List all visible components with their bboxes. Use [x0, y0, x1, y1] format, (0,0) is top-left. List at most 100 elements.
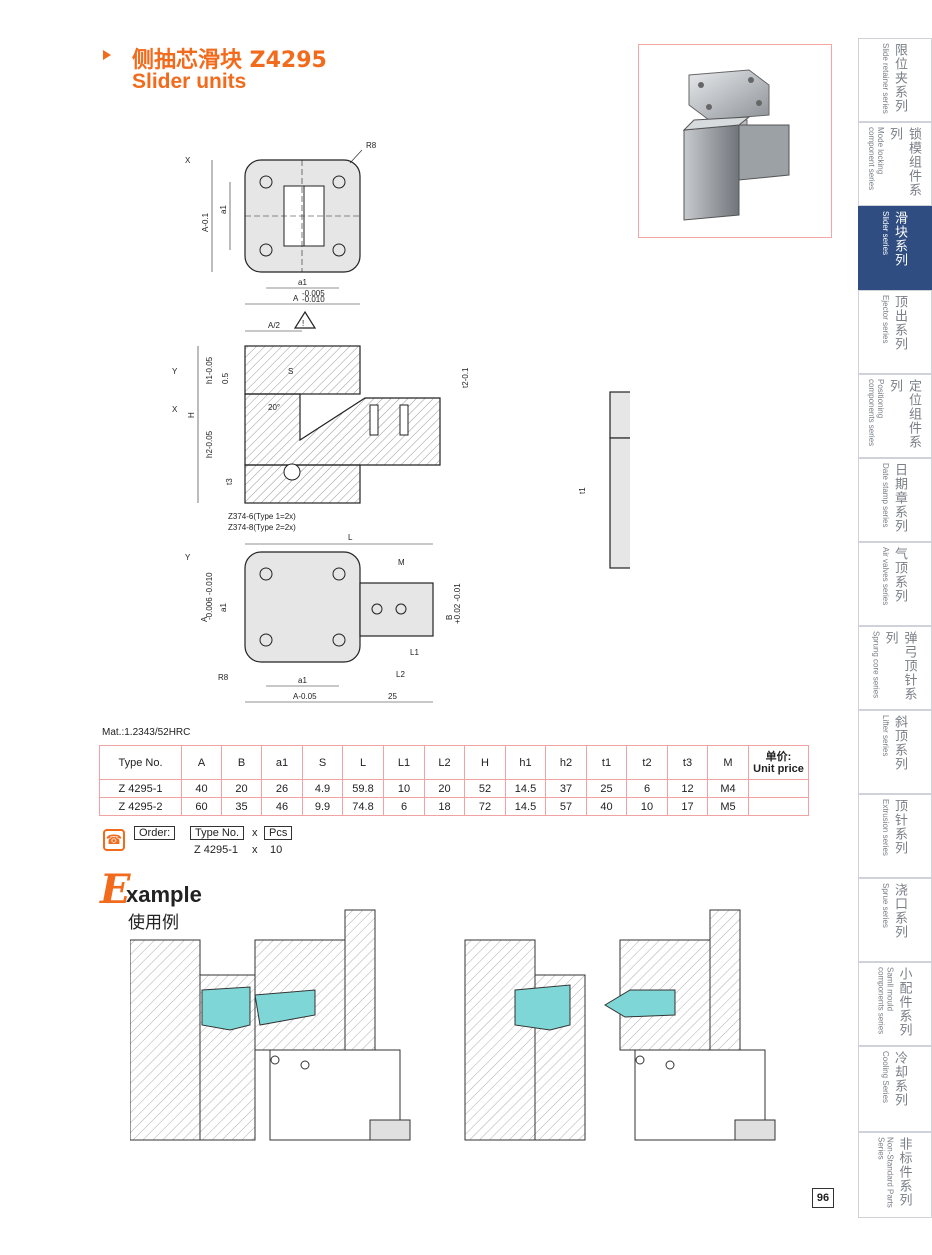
- order-example-qty: 10: [270, 844, 283, 856]
- sidebar-item-mode-locking[interactable]: Mode locking component series 锁模组件系列: [858, 122, 932, 206]
- sidebar-item-slide-retainer[interactable]: Slide retainer series 限位夹系列: [858, 38, 932, 122]
- sidebar-item-cooling[interactable]: Cooling Series 冷却系列: [858, 1046, 932, 1132]
- sidebar-item-cn: 非标件系列: [896, 1137, 912, 1207]
- order-pcs-label: Pcs: [264, 826, 293, 840]
- r8-top-label: R8: [366, 141, 377, 150]
- table-cell: 18: [424, 797, 465, 816]
- sidebar-item-lifter[interactable]: Lifter series 斜顶系列: [858, 710, 932, 794]
- l1-label: L1: [410, 648, 419, 657]
- table-row: Z 4295-2 60 35 46 9.9 74.8 6 18 72 14.5 …: [99, 797, 809, 816]
- col-t2: t2: [626, 745, 668, 780]
- sidebar-item-en: Extrusion series: [881, 799, 890, 856]
- table-cell: Z 4295-2: [99, 797, 182, 816]
- ball-plunger: [283, 463, 301, 481]
- sidebar-item-slider[interactable]: Slider series 滑块系列: [858, 206, 932, 290]
- t3-label: t3: [225, 478, 234, 485]
- table-cell: 6: [626, 779, 668, 798]
- order-example-type: Z 4295-1: [194, 844, 239, 856]
- sidebar-item-cn: 浇口系列: [892, 883, 907, 939]
- section-top-block: [244, 345, 361, 395]
- sidebar-item-en: Samll mould components series: [876, 967, 895, 1035]
- table-cell: 9.9: [302, 797, 343, 816]
- sidebar-item-cn: 定位组件系列: [887, 379, 921, 449]
- a-half-label: A/2: [268, 321, 281, 330]
- dim-25-label: 25: [388, 692, 397, 701]
- view-y-label-section: Y: [172, 367, 178, 376]
- sidebar-item-extrusion[interactable]: Extrusion series 顶针系列: [858, 794, 932, 878]
- table-cell: Z 4295-1: [99, 779, 182, 798]
- sidebar-item-en: Ejector series: [881, 295, 890, 344]
- order-x2: x: [252, 844, 258, 856]
- table-cell: 12: [667, 779, 708, 798]
- series-sidebar: Slide retainer series 限位夹系列 Mode locking…: [858, 38, 932, 1218]
- sidebar-item-en: Slider series: [881, 211, 890, 256]
- dim-h-label: H: [187, 412, 196, 418]
- table-cell: 20: [424, 779, 465, 798]
- t2-label: t2-0.1: [461, 367, 470, 388]
- table-cell: 6: [383, 797, 425, 816]
- phone-icon: ☎: [103, 829, 125, 851]
- spec-table: Type No. A B a1 S L L1 L2 H h1 h2 t1 t2 …: [99, 745, 809, 816]
- sidebar-item-en: Slide retainer series: [881, 43, 890, 114]
- sidebar-item-air-valves[interactable]: Air valves series 气顶系列: [858, 542, 932, 626]
- page-title-cn: 侧抽芯滑块 Z4295: [132, 48, 327, 73]
- sidebar-item-en: Date stamp series: [881, 463, 890, 528]
- section-bottom-block: [244, 464, 361, 504]
- warning-triangle-icon: [293, 310, 317, 329]
- table-cell: 59.8: [342, 779, 384, 798]
- col-m: M: [707, 745, 749, 780]
- sidebar-item-cn: 冷却系列: [892, 1051, 907, 1107]
- sidebar-item-en: Cooling Series: [881, 1051, 890, 1104]
- a-tol-v-label: A-0.1: [201, 212, 210, 232]
- col-h1: h1: [505, 745, 546, 780]
- col-s: S: [302, 745, 343, 780]
- page-title-en: Slider units: [132, 70, 247, 93]
- col-h2: h2: [545, 745, 587, 780]
- sidebar-item-date-stamp[interactable]: Date stamp series 日期章系列: [858, 458, 932, 542]
- table-cell: 35: [221, 797, 262, 816]
- sidebar-item-cn: 顶出系列: [892, 295, 907, 351]
- sidebar-item-cn: 弹弓顶针系列: [882, 631, 917, 701]
- table-cell: 26: [261, 779, 303, 798]
- sidebar-item-sprue[interactable]: Sprue series 浇口系列: [858, 878, 932, 962]
- sidebar-item-small-mould[interactable]: Samll mould components series 小配件系列: [858, 962, 932, 1046]
- sidebar-item-cn: 限位夹系列: [892, 43, 907, 113]
- dim-m-label: M: [398, 558, 405, 567]
- example-right: [464, 909, 776, 1141]
- table-cell: M4: [707, 779, 749, 798]
- sidebar-item-non-standard[interactable]: Non-Standard Parts Series 非标件系列: [858, 1132, 932, 1218]
- view-y-label: Y: [185, 553, 191, 562]
- col-a1: a1: [261, 745, 303, 780]
- sidebar-item-cn: 锁模组件系列: [887, 127, 921, 197]
- table-cell: 46: [261, 797, 303, 816]
- sidebar-item-sprung-core[interactable]: Sprung core series 弹弓顶针系列: [858, 626, 932, 710]
- l2-label: L2: [396, 670, 405, 679]
- a1-v-label: a1: [219, 205, 228, 214]
- sidebar-item-en: Lifter series: [881, 715, 890, 757]
- view-x-label-section: X: [172, 405, 178, 414]
- col-h: H: [464, 745, 506, 780]
- example-drawings: [130, 909, 776, 1141]
- dim-05-label: 0.5: [221, 372, 230, 384]
- sidebar-item-ejector[interactable]: Ejector series 顶出系列: [858, 290, 932, 374]
- page-number: 96: [812, 1188, 834, 1208]
- a-005-label: A-0.05: [293, 692, 317, 701]
- sidebar-item-positioning[interactable]: Positioning components series 定位组件系列: [858, 374, 932, 458]
- sidebar-item-en: Non-Standard Parts Series: [876, 1137, 895, 1208]
- order-label: Order:: [134, 826, 176, 840]
- col-l: L: [342, 745, 384, 780]
- side-view-top: [609, 391, 630, 439]
- z374-type1-label: Z374-6(Type 1=2x): [228, 512, 296, 521]
- table-cell: 10: [626, 797, 668, 816]
- z374-type2-label: Z374-8(Type 2=2x): [228, 523, 296, 532]
- material-label: Mat.:1.2343/52HRC: [102, 727, 191, 738]
- col-a: A: [181, 745, 222, 780]
- b-tol-label: +0.02 -0.01: [453, 583, 462, 624]
- dim-b-label: B: [445, 615, 454, 620]
- col-l2: L2: [424, 745, 465, 780]
- table-cell: 37: [545, 779, 587, 798]
- table-cell-price: [748, 797, 809, 816]
- h1-label: h1-0.05: [205, 356, 214, 384]
- example-title: xample: [126, 882, 202, 907]
- bottom-view-body: [244, 551, 361, 663]
